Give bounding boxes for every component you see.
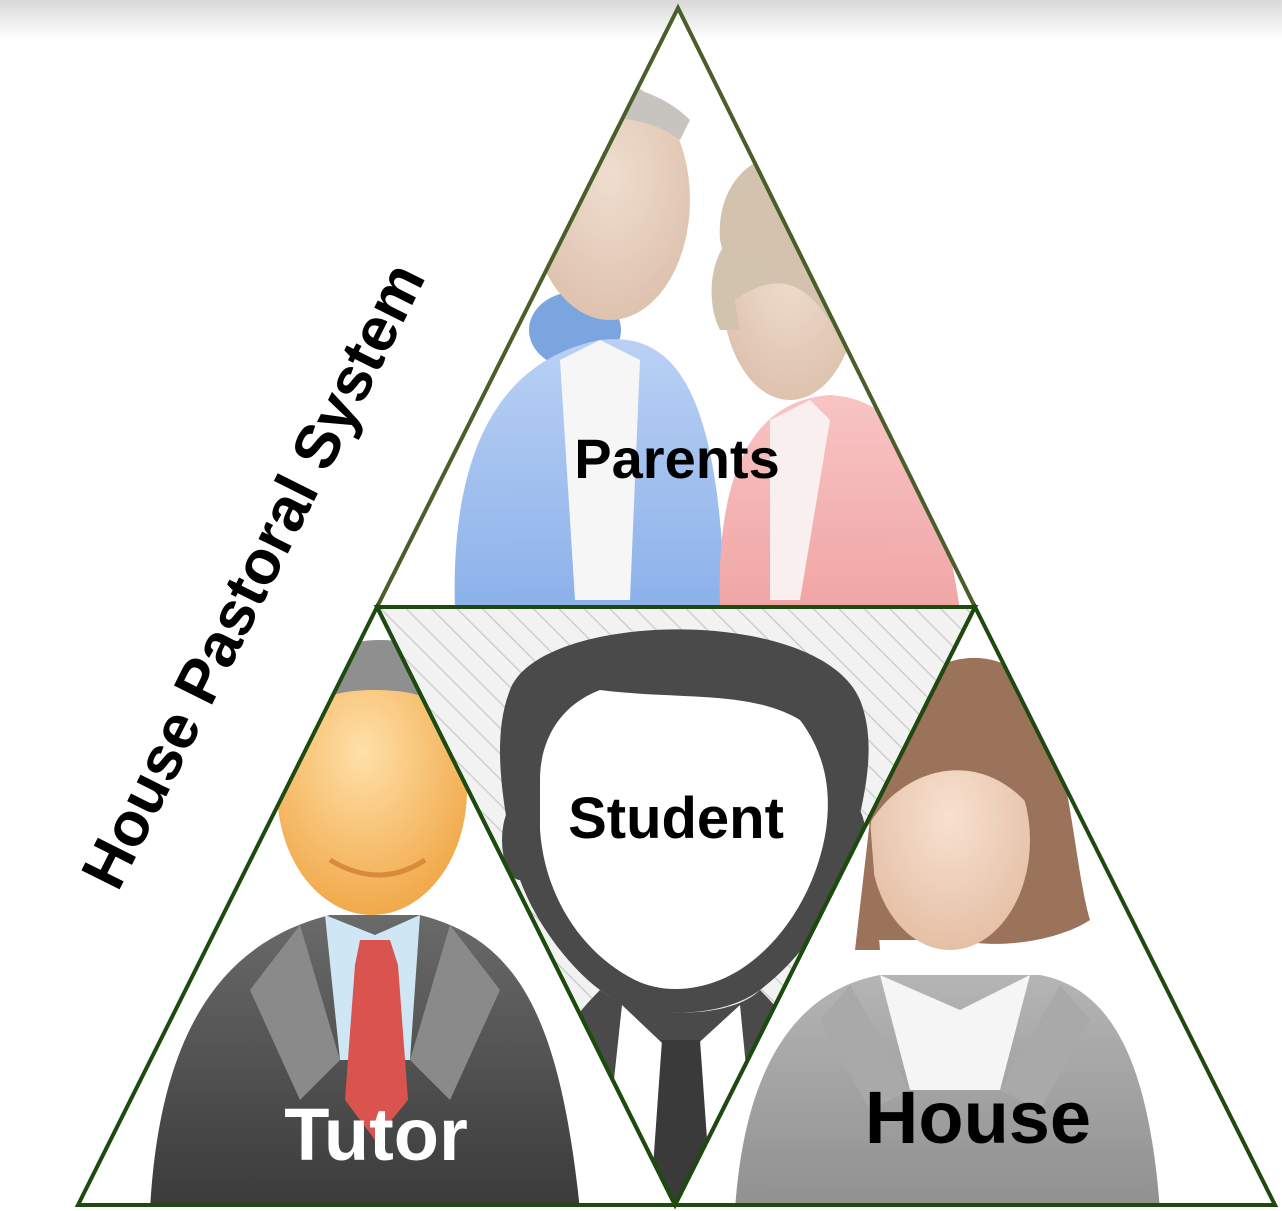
label-house: House (865, 1076, 1091, 1159)
parents-icon (377, 8, 975, 607)
outline-house (671, 602, 1279, 1207)
triangle-outlines (74, 3, 1279, 1210)
top-shadow-band (0, 0, 1282, 40)
label-parents: Parents (574, 427, 779, 490)
label-tutor: Tutor (284, 1093, 468, 1176)
label-student: Student (568, 786, 784, 851)
